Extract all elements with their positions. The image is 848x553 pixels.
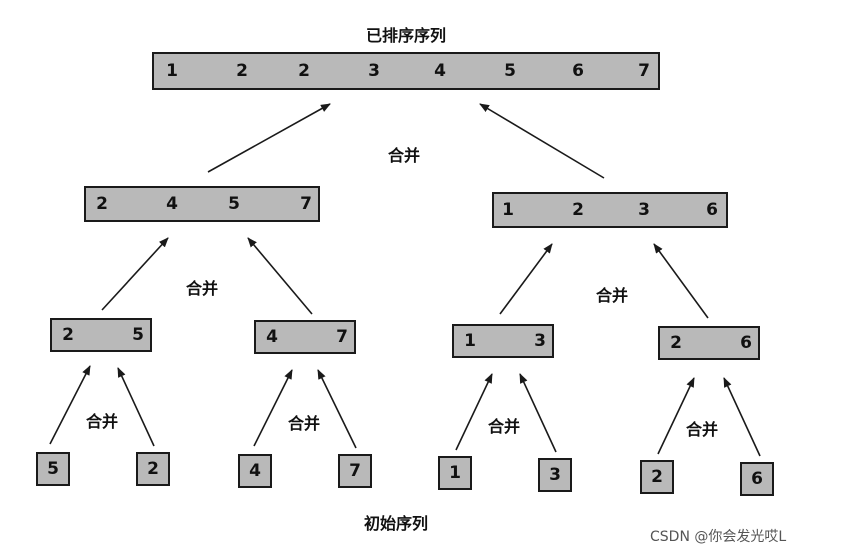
arrow-4-to-pair2 <box>253 369 293 447</box>
pair-value: 4 <box>266 327 278 347</box>
arrow-1-to-pair3 <box>455 373 493 451</box>
initial-value: 2 <box>651 467 663 487</box>
left-half-value: 2 <box>96 194 108 214</box>
pair-box: 2 5 <box>50 318 152 352</box>
merge-label-top: 合并 <box>388 146 421 165</box>
merge-label-left: 合并 <box>186 279 219 298</box>
initial-box: 6 <box>740 462 774 496</box>
pair-value: 7 <box>336 327 348 347</box>
arrow-6-to-pair4 <box>723 377 761 457</box>
arrow-7-to-pair2 <box>317 369 357 449</box>
sorted-value: 2 <box>298 61 310 81</box>
initial-value: 6 <box>751 469 763 489</box>
right-half-value: 6 <box>706 200 718 220</box>
sorted-sequence-box: 1 2 2 3 4 5 6 7 <box>152 52 660 90</box>
right-half-box: 1 2 3 6 <box>492 192 728 228</box>
arrow-pair2-to-left-half <box>247 237 313 315</box>
initial-value: 4 <box>249 461 261 481</box>
pair-value: 2 <box>670 333 682 353</box>
pair-value: 2 <box>62 325 74 345</box>
initial-box: 1 <box>438 456 472 490</box>
sorted-value: 5 <box>504 61 516 81</box>
arrow-pair4-to-right-half <box>653 243 709 319</box>
arrow-2-to-pair1 <box>117 367 155 447</box>
pair-box: 1 3 <box>452 324 554 358</box>
initial-box: 4 <box>238 454 272 488</box>
arrow-pair3-to-right-half <box>499 243 553 315</box>
watermark-text: CSDN @你会发光哎L <box>650 529 787 545</box>
initial-box: 2 <box>136 452 170 486</box>
initial-value: 5 <box>47 459 59 479</box>
left-half-value: 4 <box>166 194 178 214</box>
arrow-pair1-to-left-half <box>101 237 169 311</box>
merge-label-pair-3: 合并 <box>488 417 521 436</box>
sorted-value: 4 <box>434 61 446 81</box>
arrow-left-half-to-sorted <box>207 103 331 173</box>
initial-value: 7 <box>349 461 361 481</box>
pair-value: 5 <box>132 325 144 345</box>
right-half-value: 2 <box>572 200 584 220</box>
right-half-value: 1 <box>502 200 514 220</box>
initial-box: 5 <box>36 452 70 486</box>
initial-box: 2 <box>640 460 674 494</box>
left-half-value: 5 <box>228 194 240 214</box>
pair-box: 4 7 <box>254 320 356 354</box>
initial-sequence-title: 初始序列 <box>364 514 429 533</box>
merge-label-right: 合并 <box>596 286 629 305</box>
initial-value: 3 <box>549 465 561 485</box>
pair-value: 1 <box>464 331 476 351</box>
sorted-value: 6 <box>572 61 584 81</box>
sorted-value: 3 <box>368 61 380 81</box>
initial-value: 1 <box>449 463 461 483</box>
sorted-value: 7 <box>638 61 650 81</box>
pair-value: 3 <box>534 331 546 351</box>
merge-label-pair-2: 合并 <box>288 414 321 433</box>
merge-label-pair-1: 合并 <box>86 412 119 431</box>
sorted-sequence-title: 已排序序列 <box>366 26 447 45</box>
initial-value: 2 <box>147 459 159 479</box>
left-half-value: 7 <box>300 194 312 214</box>
arrow-3-to-pair3 <box>519 373 557 453</box>
pair-box: 2 6 <box>658 326 760 360</box>
arrow-2-to-pair4 <box>657 377 695 455</box>
arrow-5-to-pair1 <box>49 365 91 445</box>
arrow-right-half-to-sorted <box>479 103 605 179</box>
left-half-box: 2 4 5 7 <box>84 186 320 222</box>
pair-value: 6 <box>740 333 752 353</box>
sorted-value: 1 <box>166 61 178 81</box>
sorted-value: 2 <box>236 61 248 81</box>
initial-box: 3 <box>538 458 572 492</box>
initial-box: 7 <box>338 454 372 488</box>
merge-label-pair-4: 合并 <box>686 420 719 439</box>
right-half-value: 3 <box>638 200 650 220</box>
